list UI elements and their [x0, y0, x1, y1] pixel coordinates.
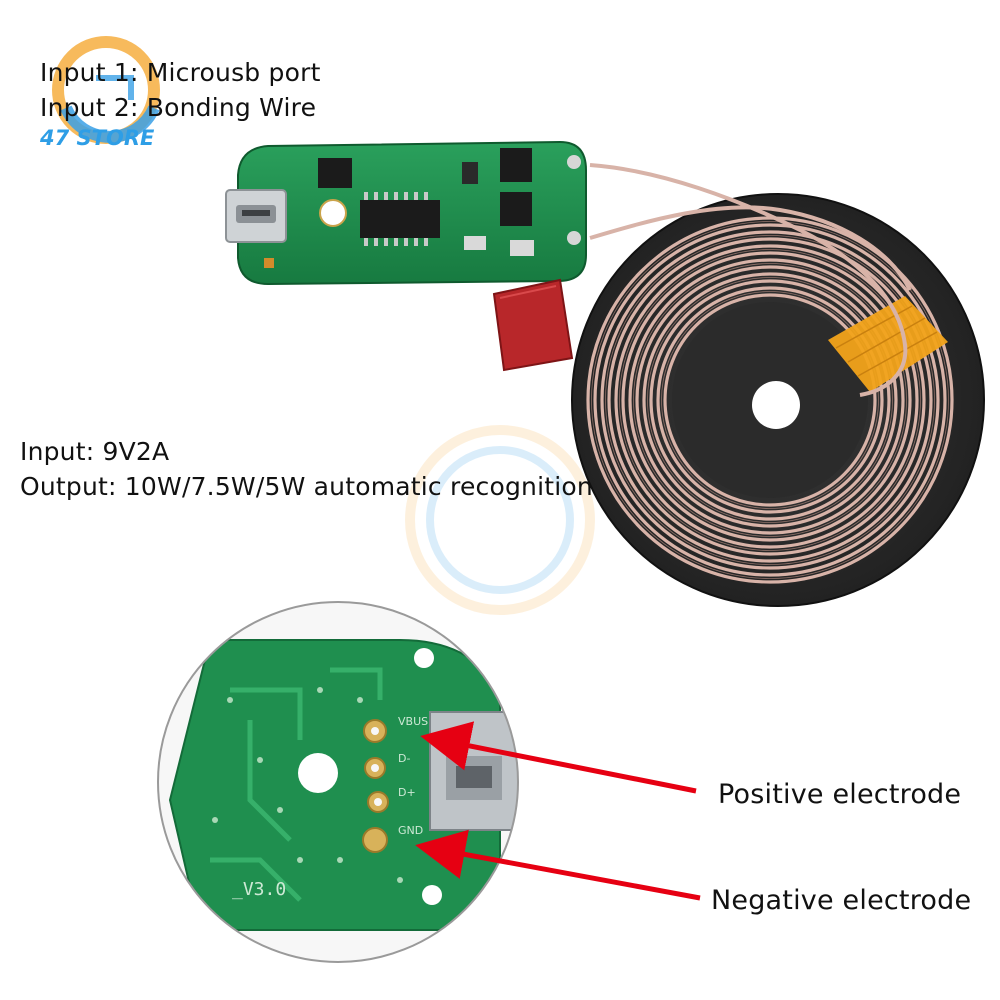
input-1-label: Input 1: Microusb port	[40, 58, 321, 87]
spec-output: Output: 10W/7.5W/5W automatic recognitio…	[20, 472, 593, 501]
positive-electrode-label: Positive electrode	[718, 779, 962, 810]
micro-usb-port	[225, 189, 287, 243]
pcb-back-zoom: _V3.0	[157, 601, 519, 963]
pin-label: D-	[398, 752, 410, 765]
spec-input: Input: 9V2A	[20, 437, 170, 466]
film-capacitor	[492, 278, 574, 372]
charging-coil	[571, 163, 985, 607]
negative-electrode-label: Negative electrode	[711, 885, 972, 916]
store-logo-icon	[52, 36, 160, 144]
positive-arrow	[420, 721, 697, 794]
transmitter-pcb	[225, 140, 587, 372]
usb-connector-back	[429, 711, 518, 831]
store-name: 47 STORE	[40, 126, 155, 150]
solder-pads	[362, 719, 389, 853]
watermark-logo	[405, 425, 595, 615]
silkscreen-version: _V3.0	[232, 879, 286, 900]
pin-label: GND	[398, 824, 423, 837]
pin-label: D+	[398, 786, 416, 799]
negative-arrow	[415, 829, 701, 901]
kapton-tape	[828, 296, 948, 392]
pin-label: VBUS	[398, 715, 428, 728]
input-2-label: Input 2: Bonding Wire	[40, 93, 317, 122]
